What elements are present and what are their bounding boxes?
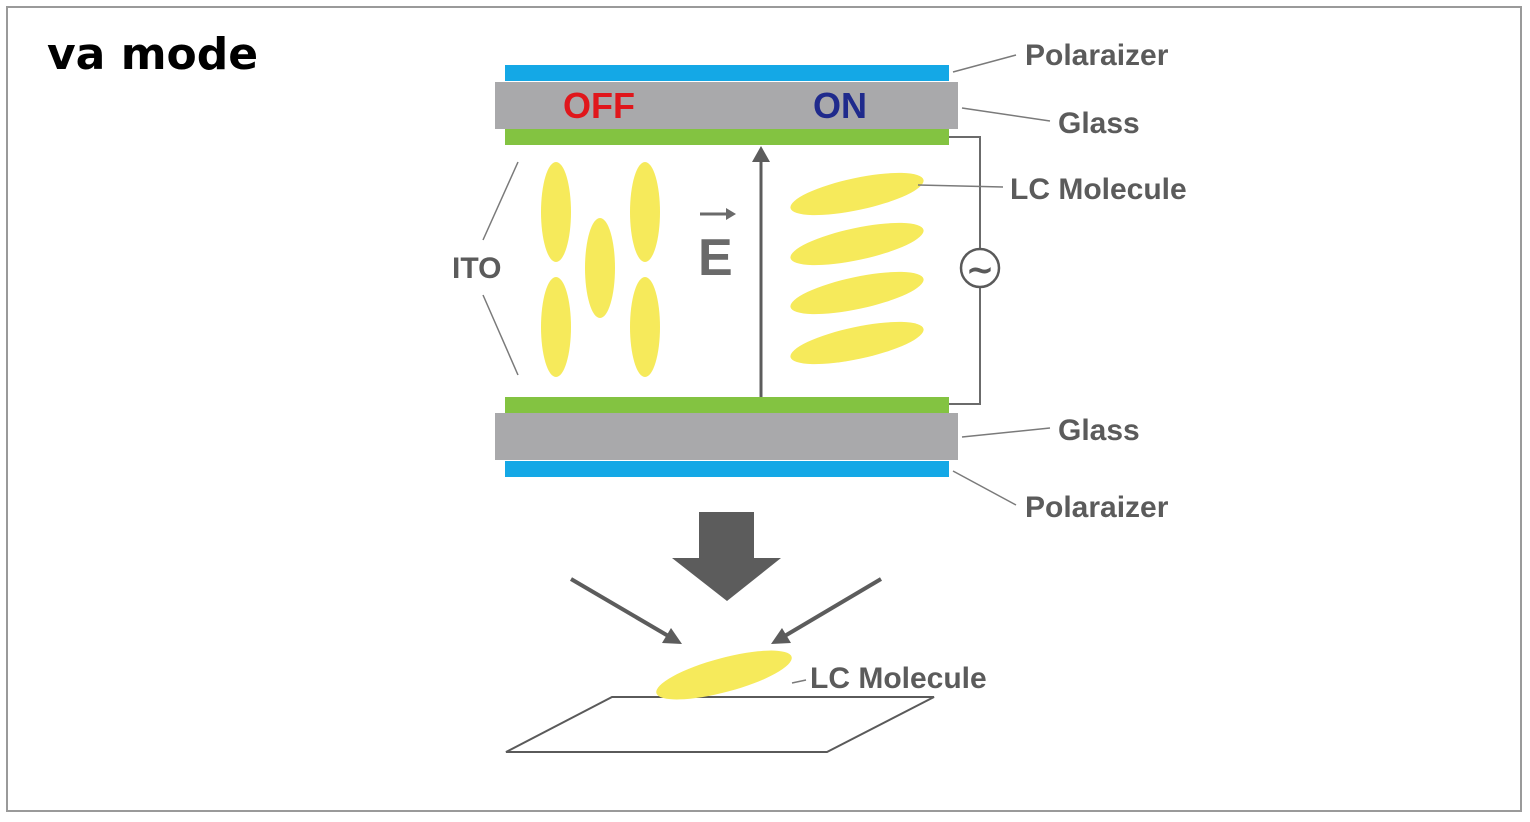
polarizer-top-layer [505, 65, 949, 81]
incident-light-arrow-left-line [569, 577, 672, 639]
glass-top-leader [961, 107, 1051, 122]
ac-source-symbol: ~ [966, 250, 995, 290]
polarizer-top-label: Polaraizer [1025, 39, 1169, 72]
lc-molecule-vertical [630, 277, 660, 377]
electric-field-arrow-head [752, 146, 770, 162]
lc-molecule-bottom-leader [791, 679, 807, 684]
incident-light-arrow-right-head [771, 628, 791, 644]
lc-molecule-vertical [541, 277, 571, 377]
ito-leader-top [482, 161, 519, 241]
lc-molecules-off [541, 162, 660, 377]
on-state-label: ON [813, 85, 867, 126]
diagram-title: va mode [47, 29, 258, 80]
lc-molecules-on [790, 172, 924, 365]
off-state-label: OFF [563, 85, 635, 126]
circuit-wire-top [949, 136, 981, 248]
polarizer-bottom-layer [505, 461, 949, 477]
lc-molecule-vertical [541, 162, 571, 262]
polarizer-bottom-leader [952, 470, 1017, 506]
ito-leader-bottom [482, 294, 519, 376]
lc-molecule-vertical [585, 218, 615, 318]
lc-molecule-tilted [790, 321, 924, 365]
lc-molecule-top-label: LC Molecule [1010, 173, 1187, 206]
vector-arrow-head-icon [726, 208, 736, 220]
glass-bottom-leader [961, 427, 1051, 438]
lc-molecule-top-leader [917, 184, 1004, 188]
circuit-wire-bottom [949, 288, 981, 405]
ito-label: ITO [452, 252, 501, 285]
lc-molecule-tilted [790, 271, 924, 315]
ito-top-layer [505, 129, 949, 145]
ito-bottom-layer [505, 397, 949, 413]
incident-light-arrow-left-head [662, 628, 682, 644]
electric-field-label: E [698, 229, 733, 287]
incident-light-arrow-right-line [781, 577, 883, 639]
polarizer-bottom-label: Polaraizer [1025, 491, 1169, 524]
substrate-plane [505, 696, 935, 753]
lc-molecule-vertical [630, 162, 660, 262]
glass-bottom-label: Glass [1058, 414, 1140, 447]
lc-molecule-bottom-label: LC Molecule [810, 662, 987, 695]
glass-top-label: Glass [1058, 107, 1140, 140]
polarizer-top-leader [952, 54, 1017, 73]
glass-bottom-layer [495, 413, 958, 460]
glass-top-layer [495, 82, 958, 129]
lc-molecule-tilted [790, 172, 924, 216]
big-down-arrow-icon [672, 512, 781, 601]
lc-molecule-tilted [790, 222, 924, 266]
lc-molecule-on-substrate [656, 650, 792, 700]
ac-source-icon [959, 247, 1001, 289]
outer-border [6, 6, 1522, 812]
